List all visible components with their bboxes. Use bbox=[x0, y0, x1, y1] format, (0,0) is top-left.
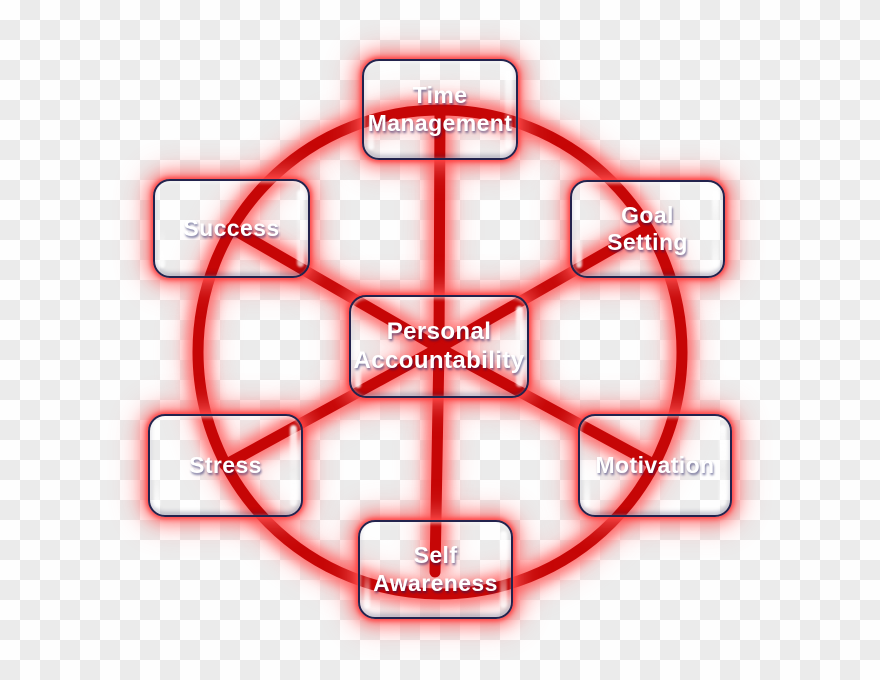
node-success: Success bbox=[153, 179, 310, 278]
node-label: Goal Setting bbox=[607, 201, 688, 255]
node-label: Time Management bbox=[367, 82, 513, 136]
node-label: Motivation bbox=[595, 451, 715, 478]
node-label: Self Awareness bbox=[373, 542, 498, 596]
node-stress: Stress bbox=[148, 414, 303, 517]
node-label: Success bbox=[183, 214, 280, 241]
node-goal-setting: Goal Setting bbox=[570, 180, 725, 278]
node-self-awareness: Self Awareness bbox=[358, 520, 513, 619]
node-time-management: Time Management bbox=[362, 59, 518, 160]
node-label: Stress bbox=[189, 451, 262, 478]
node-label: Personal Accountability bbox=[353, 318, 525, 374]
node-motivation: Motivation bbox=[578, 414, 732, 517]
node-personal-accountability: Personal Accountability bbox=[349, 295, 529, 398]
